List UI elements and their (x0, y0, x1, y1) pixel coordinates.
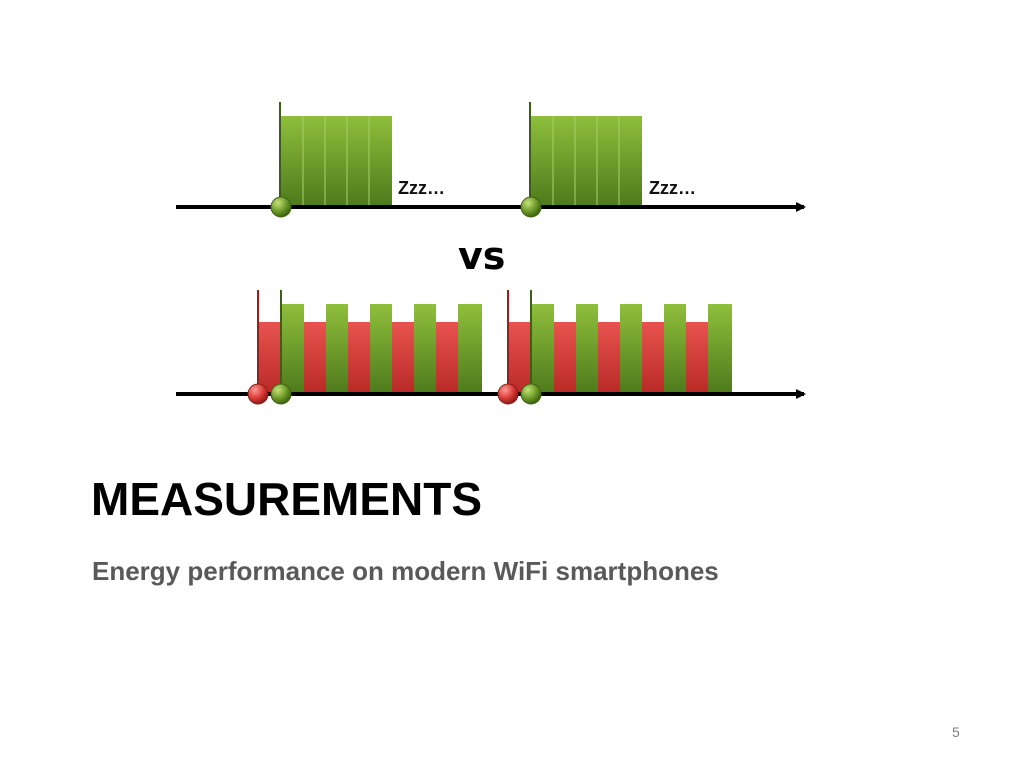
versus-label: vs (458, 234, 506, 278)
slide-title: MEASUREMENTS (91, 473, 483, 525)
mixed-burst-2 (507, 290, 732, 394)
bottom-timeline (176, 290, 806, 405)
slide-subtitle: Energy performance on modern WiFi smartp… (92, 556, 719, 586)
green-wake-dot-1 (270, 196, 292, 218)
green-wake-dot-3 (270, 383, 292, 405)
mixed-burst-1 (257, 290, 482, 394)
top-timeline (176, 102, 806, 218)
timeline-diagram (176, 102, 806, 405)
green-burst-2 (529, 102, 642, 206)
sleep-label-2: Zzz… (649, 178, 696, 198)
red-wake-dot-2 (497, 383, 519, 405)
green-wake-dot-2 (520, 196, 542, 218)
green-wake-dot-4 (520, 383, 542, 405)
red-wake-dot-1 (247, 383, 269, 405)
sleep-label-1: Zzz… (398, 178, 445, 198)
page-number: 5 (952, 724, 960, 740)
green-burst-1 (279, 102, 392, 206)
